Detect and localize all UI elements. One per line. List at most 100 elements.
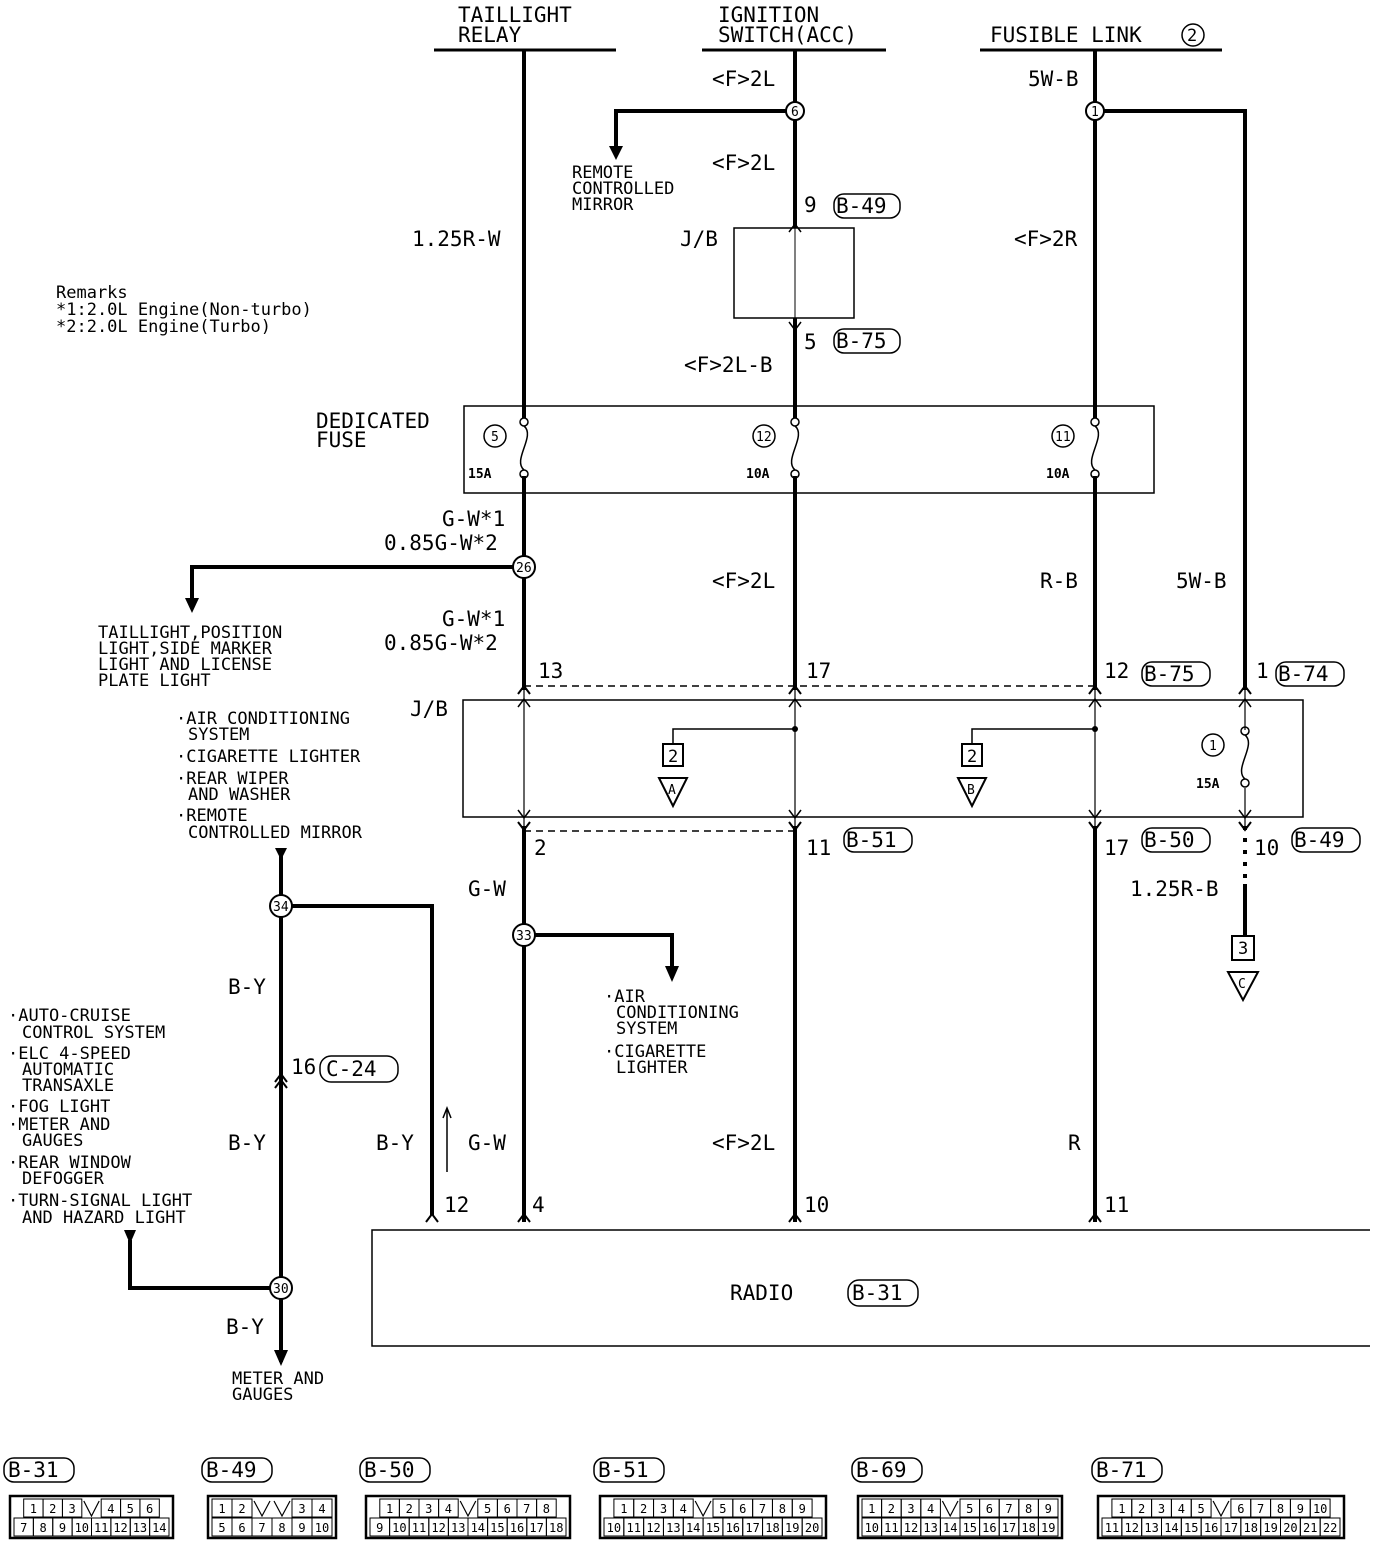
connector-pin: 5 bbox=[966, 1502, 973, 1516]
conn-b50: B-50 bbox=[1144, 828, 1195, 852]
connector-pin: 7 bbox=[759, 1502, 766, 1516]
connector-pin: 1 bbox=[386, 1502, 393, 1516]
connector-pin: 4 bbox=[1178, 1502, 1185, 1516]
connector-pin: 4 bbox=[927, 1502, 934, 1516]
pin-jb-12: 12 bbox=[1104, 659, 1129, 683]
pin-radio-10: 10 bbox=[804, 1193, 829, 1217]
pin-radio-12: 12 bbox=[444, 1193, 469, 1217]
wire-label-gw1-b: G-W*1 bbox=[442, 607, 505, 631]
connector-pin: 10 bbox=[865, 1521, 879, 1535]
connector-face-name: B-71 bbox=[1096, 1458, 1147, 1482]
connector-pin: 7 bbox=[523, 1502, 530, 1516]
dest-list1-line-5: AND WASHER bbox=[188, 785, 291, 805]
connector-pin: 4 bbox=[445, 1502, 452, 1516]
connector-pin: 5 bbox=[719, 1502, 726, 1516]
connector-pin: 12 bbox=[431, 1521, 445, 1535]
dedicated-fuse-label-1: DEDICATED bbox=[316, 409, 430, 433]
connector-face-name: B-50 bbox=[364, 1458, 415, 1482]
jb-in-arrow bbox=[788, 684, 802, 695]
radio-block: RADIO B-31 bbox=[371, 1229, 1370, 1347]
connector-pin: 5 bbox=[484, 1502, 491, 1516]
connector-pin: 9 bbox=[1045, 1502, 1052, 1516]
fuse-number: 5 bbox=[491, 430, 499, 445]
splice-1 bbox=[1085, 101, 1105, 121]
wire-label-f2l-4: <F>2L bbox=[712, 1131, 775, 1155]
splice-30 bbox=[269, 1276, 293, 1300]
wire-label-f2l-3: <F>2L bbox=[712, 569, 775, 593]
connector-pin: 4 bbox=[107, 1502, 114, 1516]
connector-pin: 10 bbox=[392, 1521, 406, 1535]
dest-list-3: ·AUTO-CRUISE CONTROL SYSTEM ·ELC 4-SPEED… bbox=[8, 1006, 192, 1228]
connector-pin: 9 bbox=[376, 1521, 383, 1535]
conn-b49-upper: B-49 bbox=[836, 194, 887, 218]
connector-pin: 3 bbox=[907, 1502, 914, 1516]
connector-pin: 12 bbox=[113, 1521, 127, 1535]
connector-pin: 13 bbox=[923, 1521, 937, 1535]
pin-radio-4: 4 bbox=[532, 1193, 545, 1217]
connector-pin: 7 bbox=[258, 1521, 265, 1535]
pin-jb-11: 11 bbox=[806, 836, 831, 860]
dest-list2-line-3: SYSTEM bbox=[616, 1019, 677, 1039]
label-ignition: IGNITION bbox=[718, 3, 819, 27]
connector-pin: 2 bbox=[49, 1502, 56, 1516]
wire-label-5wb-1: 5W-B bbox=[1028, 67, 1079, 91]
connector-pin: 16 bbox=[982, 1521, 996, 1535]
dest-list1-line-4: ·REAR WIPER bbox=[176, 769, 289, 789]
dest-list1-line-1: ·AIR CONDITIONING bbox=[176, 709, 350, 729]
dest-mirror-line-1: REMOTE bbox=[572, 163, 633, 183]
connector-pin: 13 bbox=[133, 1521, 147, 1535]
connector-pin: 1 bbox=[30, 1502, 37, 1516]
dest-list3-line-9: ·REAR WINDOW bbox=[8, 1153, 132, 1173]
label-taillight: TAILLIGHT bbox=[458, 3, 572, 27]
connector-pin: 9 bbox=[1297, 1502, 1304, 1516]
connector-pin: 17 bbox=[745, 1521, 759, 1535]
connector-pin: 15 bbox=[963, 1521, 977, 1535]
radio-pin-arrow bbox=[425, 1212, 439, 1223]
connector-face-name: B-69 bbox=[856, 1458, 907, 1482]
dest-list3-line-5: TRANSAXLE bbox=[22, 1076, 114, 1096]
radio-pin-arrow bbox=[1088, 1212, 1102, 1223]
connector-pin: 3 bbox=[425, 1502, 432, 1516]
connector-pin: 2 bbox=[406, 1502, 413, 1516]
connector-face-name: B-51 bbox=[598, 1458, 649, 1482]
connector-pin: 6 bbox=[146, 1502, 153, 1516]
connector-pin: 18 bbox=[1244, 1521, 1258, 1535]
dest-taillight-line-2: LIGHT,SIDE MARKER bbox=[98, 639, 273, 659]
dest-list3-line-2: CONTROL SYSTEM bbox=[22, 1023, 165, 1043]
connector-pin: 7 bbox=[20, 1521, 27, 1535]
dest-remote-mirror: REMOTE CONTROLLED MIRROR bbox=[572, 163, 674, 215]
radio-pin-arrow bbox=[517, 1212, 531, 1223]
splice-1-label: 1 bbox=[1091, 105, 1099, 120]
conn-b31: B-31 bbox=[852, 1281, 903, 1305]
ref-box-a: 2 bbox=[668, 747, 678, 767]
fuse-number: 12 bbox=[756, 430, 772, 445]
dest-mirror-line-3: MIRROR bbox=[572, 195, 634, 215]
connector-pin: 6 bbox=[739, 1502, 746, 1516]
connector-pin: 20 bbox=[805, 1521, 819, 1535]
radio-label: RADIO bbox=[730, 1281, 793, 1305]
connector-pin: 12 bbox=[1125, 1521, 1139, 1535]
wire-label-f2lb: <F>2L-B bbox=[684, 353, 773, 377]
splice-6-label: 6 bbox=[791, 105, 799, 120]
connector-pin: 5 bbox=[218, 1521, 225, 1535]
dest-list3-line-10: DEFOGGER bbox=[22, 1169, 105, 1189]
dest-list2-line-1: ·AIR bbox=[604, 987, 646, 1007]
connector-pin: 3 bbox=[660, 1502, 667, 1516]
connector-pin: 2 bbox=[888, 1502, 895, 1516]
connector-pin: 1 bbox=[1118, 1502, 1125, 1516]
dest-meter-line-1: METER AND bbox=[232, 1369, 324, 1389]
connector-pin: 15 bbox=[1184, 1521, 1198, 1535]
pin-jb-17: 17 bbox=[806, 659, 831, 683]
ref-b: B bbox=[967, 783, 975, 798]
label-fusible-link: FUSIBLE LINK bbox=[990, 23, 1142, 47]
connector-pin: 12 bbox=[904, 1521, 918, 1535]
wire-label-by-4: B-Y bbox=[226, 1315, 264, 1339]
connector-pin: 18 bbox=[1021, 1521, 1035, 1535]
wire-label-by-3: B-Y bbox=[376, 1131, 414, 1155]
fuse-rating: 10A bbox=[1046, 467, 1070, 482]
